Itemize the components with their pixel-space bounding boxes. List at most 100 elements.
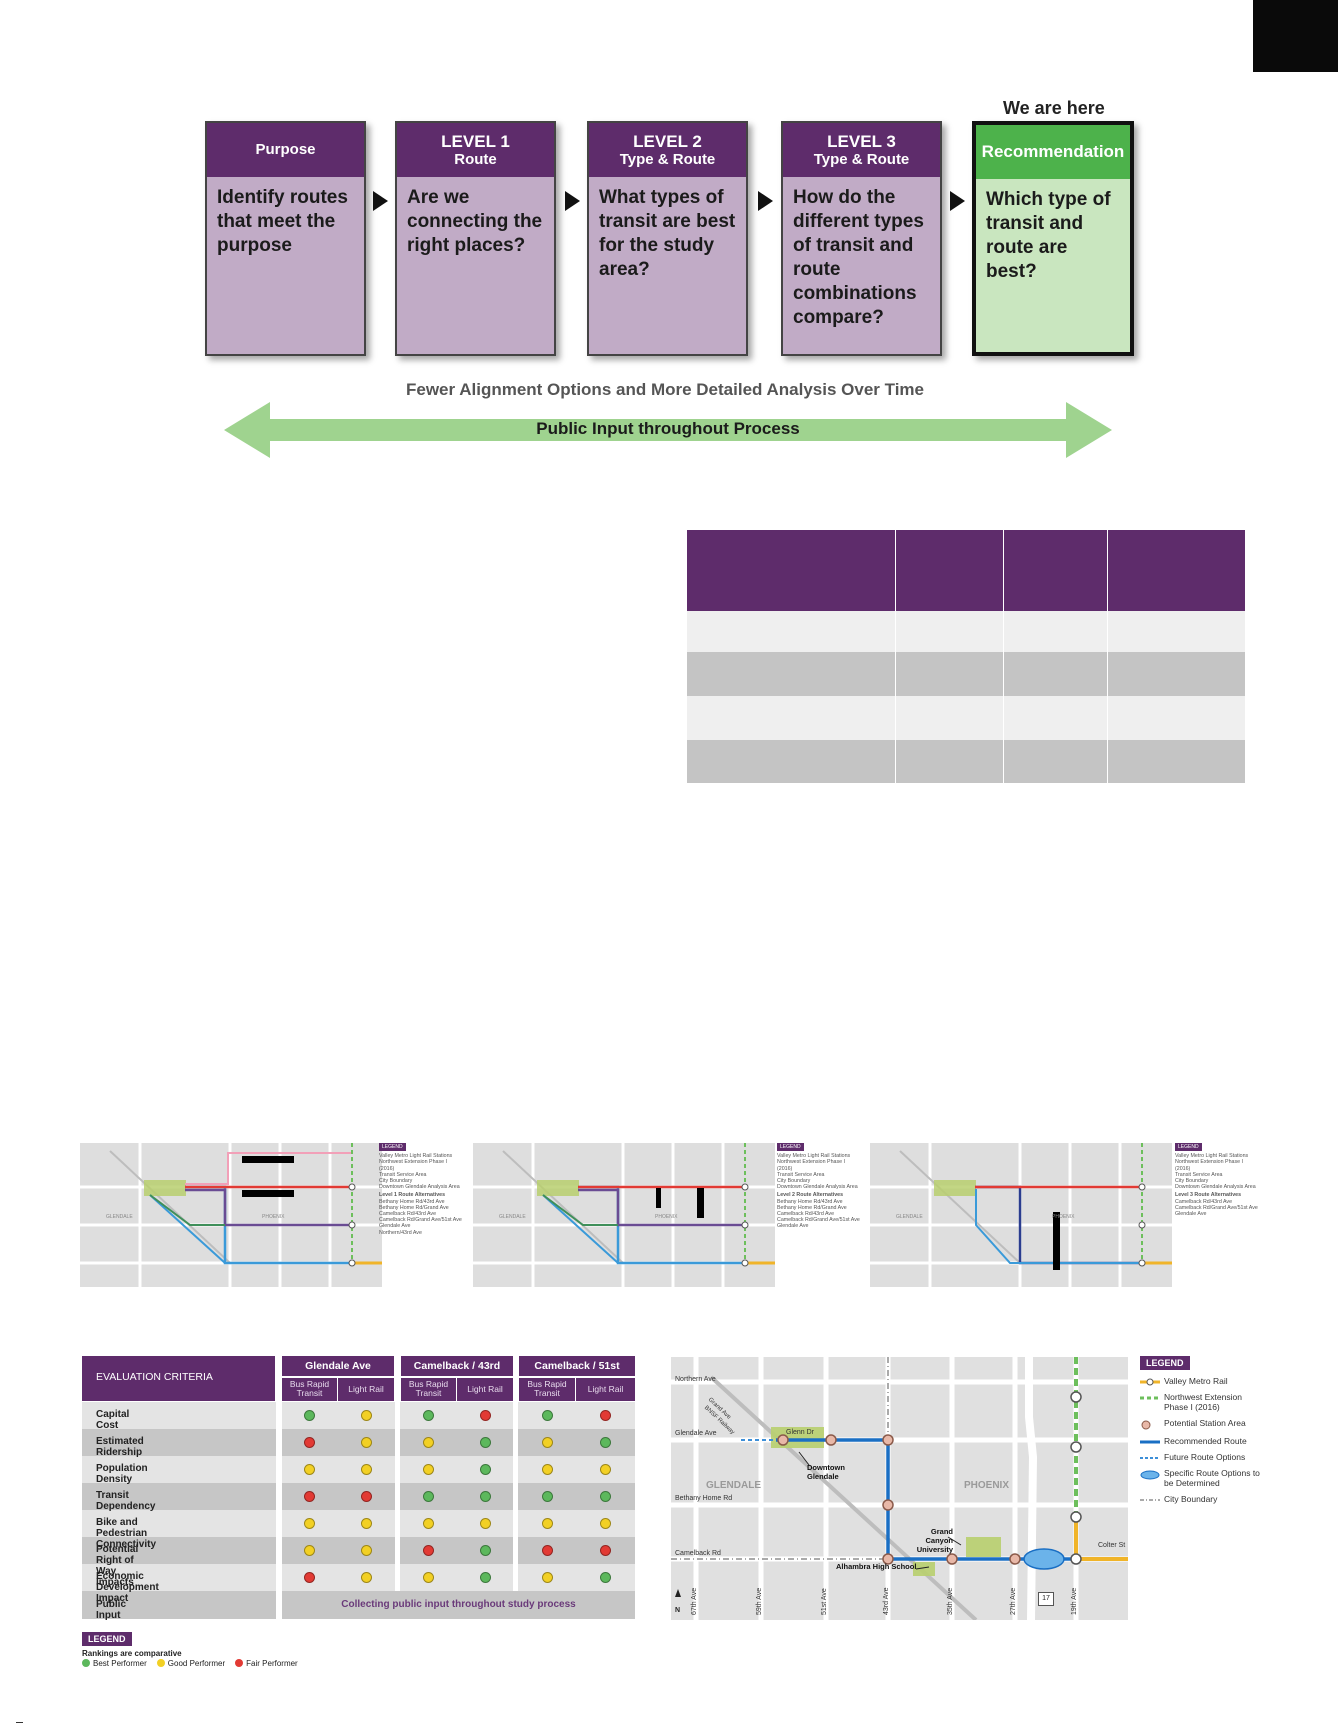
stage-subheading: Type & Route	[619, 151, 716, 169]
legend-item: Downtown Glendale Analysis Area	[379, 1184, 460, 1191]
legend-item: Camelback Rd/Grand Ave/51st Ave	[1175, 1204, 1258, 1211]
page-mark	[16, 1722, 23, 1723]
legend-item: Valley Metro Light Rail Stations	[1175, 1153, 1249, 1160]
avenue-label: 59th Ave	[756, 1587, 763, 1615]
street-label: Glenn Dr	[786, 1429, 815, 1436]
legend-item: Valley Metro Rail	[1164, 1376, 1228, 1386]
legend-item: Good Performer	[167, 1659, 226, 1668]
yellow-rating-dot-icon	[361, 1545, 372, 1556]
recommended-route-map: Northern Ave Grand Ave BNSF Railway Glen…	[671, 1357, 1128, 1620]
city-label: GLENDALE	[896, 1214, 923, 1220]
legend-title: LEGEND	[1175, 1143, 1202, 1152]
criteria-row	[82, 1591, 635, 1619]
legend-item: Transit Service Area	[1175, 1171, 1223, 1178]
legend-item: Northern/43rd Ave	[379, 1229, 422, 1236]
level-3-route-map: GLENDALE PHOENIX	[870, 1143, 1172, 1287]
redaction-bar	[697, 1188, 704, 1218]
stage-recommendation: Recommendation Which type of transit and…	[972, 121, 1134, 356]
criteria-header: EVALUATION CRITERIA	[82, 1356, 275, 1401]
stage-question: Identify routes that meet the purpose	[217, 187, 348, 256]
legend-item: Glendale Ave	[1175, 1211, 1207, 1218]
stage-subheading: Type & Route	[813, 151, 910, 169]
northwest-extension-icon	[1140, 1396, 1160, 1400]
legend-item: Bethany Home Rd/Grand Ave	[379, 1204, 449, 1211]
stage-heading: LEVEL 2	[633, 131, 702, 151]
table-row	[687, 611, 1245, 652]
criteria-label: Potential Right of Way Impacts	[96, 1544, 139, 1588]
green-rating-dot-icon	[480, 1491, 491, 1502]
red-rating-dot-icon	[600, 1545, 611, 1556]
level-1-route-map: GLENDALE PHOENIX	[80, 1143, 382, 1287]
legend-item: Camelback Rd/43rd Ave	[379, 1211, 437, 1218]
yellow-rating-dot-icon	[304, 1464, 315, 1475]
criteria-label: Capital Cost	[96, 1409, 130, 1431]
yellow-rating-dot-icon	[542, 1437, 553, 1448]
redaction-bar	[1053, 1212, 1060, 1270]
stage-subheading: Route	[454, 151, 497, 169]
valley-metro-rail-icon	[1140, 1378, 1160, 1386]
legend-item: Downtown Glendale Analysis Area	[777, 1184, 858, 1191]
criteria-label: Economic Development Impact	[96, 1571, 159, 1604]
group-header-glendale: Glendale Ave	[282, 1356, 394, 1376]
red-rating-dot-icon	[542, 1545, 553, 1556]
criteria-label: Bike and Pedestrian Connectivity	[96, 1517, 157, 1550]
table-row	[687, 696, 1245, 740]
stage-question: Which type of transit and route are best…	[986, 189, 1111, 282]
legend-item: Northwest Extension Phase I (2016)	[1175, 1159, 1244, 1172]
criteria-label: Transit Dependency	[96, 1490, 156, 1512]
legend-section: Level 1 Route Alternatives	[379, 1192, 446, 1199]
green-rating-dot-icon	[423, 1491, 434, 1502]
highway-shield-icon: 17	[1038, 1592, 1054, 1606]
green-rating-dot-icon	[480, 1437, 491, 1448]
legend-title: LEGEND	[777, 1143, 804, 1152]
table-row	[687, 652, 1245, 696]
page-corner-tab	[1253, 0, 1338, 72]
city-label: GLENDALE	[106, 1214, 133, 1220]
legend-item: Transit Service Area	[777, 1171, 825, 1178]
redaction-bar	[242, 1156, 294, 1163]
yellow-dot-icon	[156, 1659, 165, 1667]
criteria-label: Population Density	[96, 1463, 148, 1485]
legend-item: Recommended Route	[1164, 1436, 1247, 1446]
public-input-label: Public Input throughout Process	[536, 419, 800, 438]
avenue-label: 27th Ave	[1010, 1587, 1017, 1615]
legend-item: Camelback Rd/Grand Ave/51st Ave	[777, 1217, 860, 1224]
mode-header-light-rail: Light Rail	[338, 1378, 394, 1401]
street-label: Colter St	[1098, 1542, 1126, 1549]
legend-item: Northwest Extension Phase I (2016)	[379, 1159, 448, 1172]
city-label-phoenix: PHOENIX	[964, 1480, 1010, 1491]
public-input-note: Collecting public input throughout study…	[341, 1599, 576, 1610]
legend-item: Glendale Ave	[379, 1223, 411, 1230]
mode-header-light-rail: Light Rail	[576, 1378, 635, 1401]
green-rating-dot-icon	[542, 1491, 553, 1502]
legend-item: City Boundary	[379, 1178, 413, 1185]
yellow-rating-dot-icon	[600, 1464, 611, 1475]
yellow-rating-dot-icon	[542, 1572, 553, 1583]
flow-arrow-icon	[373, 191, 388, 211]
legend-item: Camelback Rd/Grand Ave/51st Ave	[379, 1217, 462, 1224]
yellow-rating-dot-icon	[542, 1464, 553, 1475]
legend-item: Bethany Home Rd/43rd Ave	[777, 1198, 843, 1205]
street-label: Glendale Ave	[675, 1430, 717, 1437]
street-label: Camelback Rd	[675, 1550, 721, 1557]
stage-level-1: LEVEL 1 Route Are we connecting the righ…	[395, 121, 556, 356]
evaluation-legend: LEGEND Rankings are comparative Best Per…	[82, 1629, 302, 1668]
street-label: Bethany Home Rd	[675, 1495, 733, 1502]
red-rating-dot-icon	[600, 1410, 611, 1421]
legend-item: Valley Metro Light Rail Stations	[777, 1153, 851, 1160]
recommended-map-legend: LEGEND Valley Metro Rail Northwest Exten…	[1140, 1356, 1265, 1504]
city-label: PHOENIX	[655, 1214, 678, 1220]
place-label-downtown-glendale: Downtown Glendale	[807, 1463, 845, 1481]
legend-item: Northwest Extension Phase I (2016)	[777, 1159, 846, 1172]
place-label-alhambra-high-school: Alhambra High School	[836, 1562, 917, 1571]
yellow-rating-dot-icon	[361, 1464, 372, 1475]
yellow-rating-dot-icon	[361, 1518, 372, 1529]
yellow-rating-dot-icon	[423, 1518, 434, 1529]
stage-level-3: LEVEL 3 Type & Route How do the differen…	[781, 121, 942, 356]
yellow-rating-dot-icon	[361, 1410, 372, 1421]
legend-item: Glendale Ave	[777, 1223, 809, 1230]
legend-title: LEGEND	[1140, 1356, 1190, 1370]
yellow-rating-dot-icon	[304, 1545, 315, 1556]
legend-item: Valley Metro Light Rail Stations	[379, 1153, 453, 1160]
legend-item: City Boundary	[1164, 1494, 1218, 1504]
